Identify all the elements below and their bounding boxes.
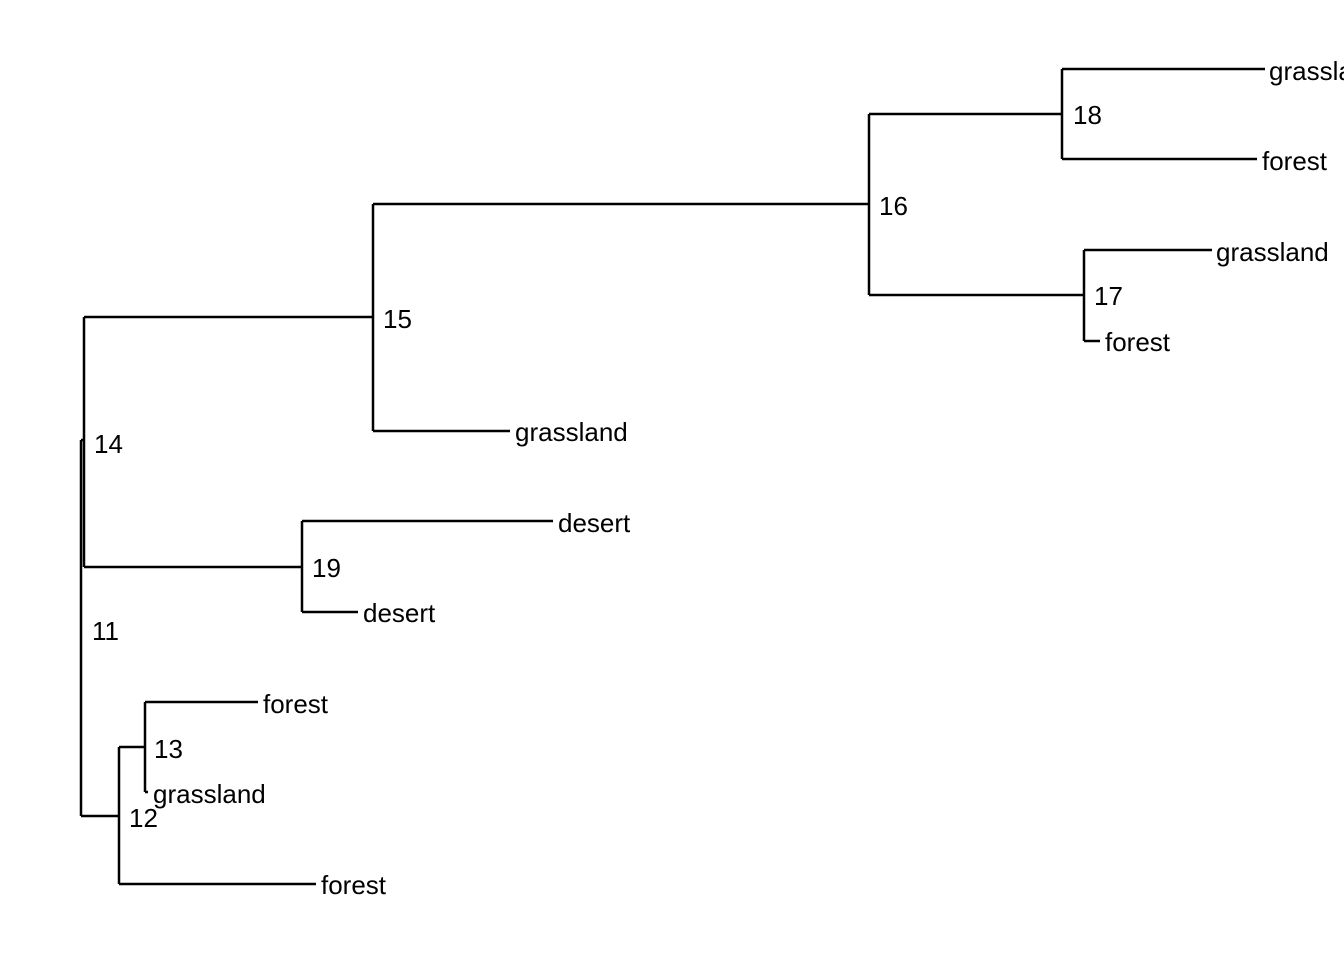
- tip-label-t1: grassland: [1269, 56, 1344, 86]
- node-label-17: 17: [1094, 281, 1123, 311]
- tip-label-t7: desert: [363, 598, 436, 628]
- node-label-15: 15: [383, 304, 412, 334]
- node-label-11: 11: [92, 616, 119, 646]
- tip-label-t9: grassland: [153, 779, 266, 809]
- node-label-18: 18: [1073, 100, 1102, 130]
- tip-label-t10: forest: [321, 870, 387, 900]
- tip-label-t5: grassland: [515, 417, 628, 447]
- tip-label-t3: grassland: [1216, 237, 1329, 267]
- tip-label-t8: forest: [263, 689, 329, 719]
- node-label-12: 12: [129, 803, 158, 833]
- node-label-19: 19: [312, 553, 341, 583]
- node-label-13: 13: [154, 734, 183, 764]
- tip-label-t4: forest: [1105, 327, 1171, 357]
- node-label-16: 16: [879, 191, 908, 221]
- tip-label-t2: forest: [1262, 146, 1328, 176]
- tip-label-t6: desert: [558, 508, 631, 538]
- node-label-14: 14: [94, 429, 123, 459]
